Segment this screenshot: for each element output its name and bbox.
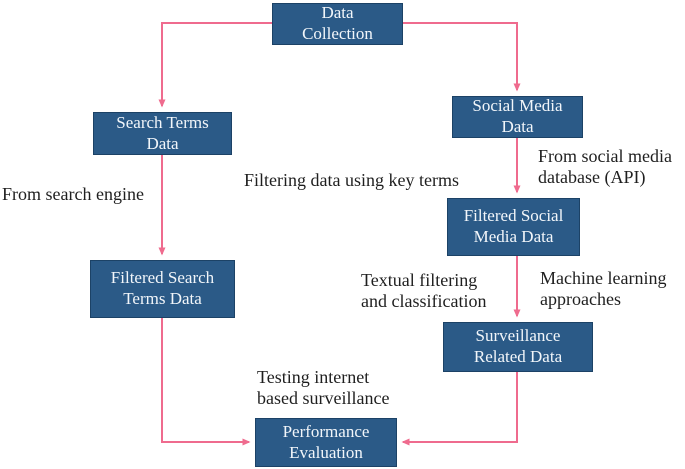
- connector-surveillance-to-performance: [401, 372, 518, 446]
- label-testing-internet-based-surveillance: Testing internet based surveillance: [257, 367, 390, 409]
- label-filtering-data-using-key-terms: Filtering data using key terms: [244, 170, 459, 190]
- label-textual-filtering-and-classification: Textual filtering and classification: [361, 270, 487, 312]
- label-from-search-engine: From search engine: [2, 184, 144, 204]
- node-social-media-data: Social Media Data: [452, 96, 583, 138]
- connector-datacollection-to-socialmedia: [403, 22, 521, 92]
- node-data-collection: Data Collection: [272, 3, 403, 45]
- node-surveillance-related-data: Surveillance Related Data: [443, 322, 593, 372]
- node-performance-evaluation: Performance Evaluation: [255, 418, 397, 467]
- node-filtered-social-media-data: Filtered Social Media Data: [447, 198, 580, 256]
- label-from-social-media-database-api: From social media database (API): [538, 146, 672, 188]
- node-filtered-search-terms-data: Filtered Search Terms Data: [90, 260, 235, 318]
- node-search-terms-data: Search Terms Data: [93, 112, 232, 155]
- connector-filteredsearch-to-performance: [161, 318, 251, 446]
- connector-datacollection-to-searchterms: [158, 22, 272, 108]
- label-machine-learning-approaches: Machine learning approaches: [540, 268, 667, 310]
